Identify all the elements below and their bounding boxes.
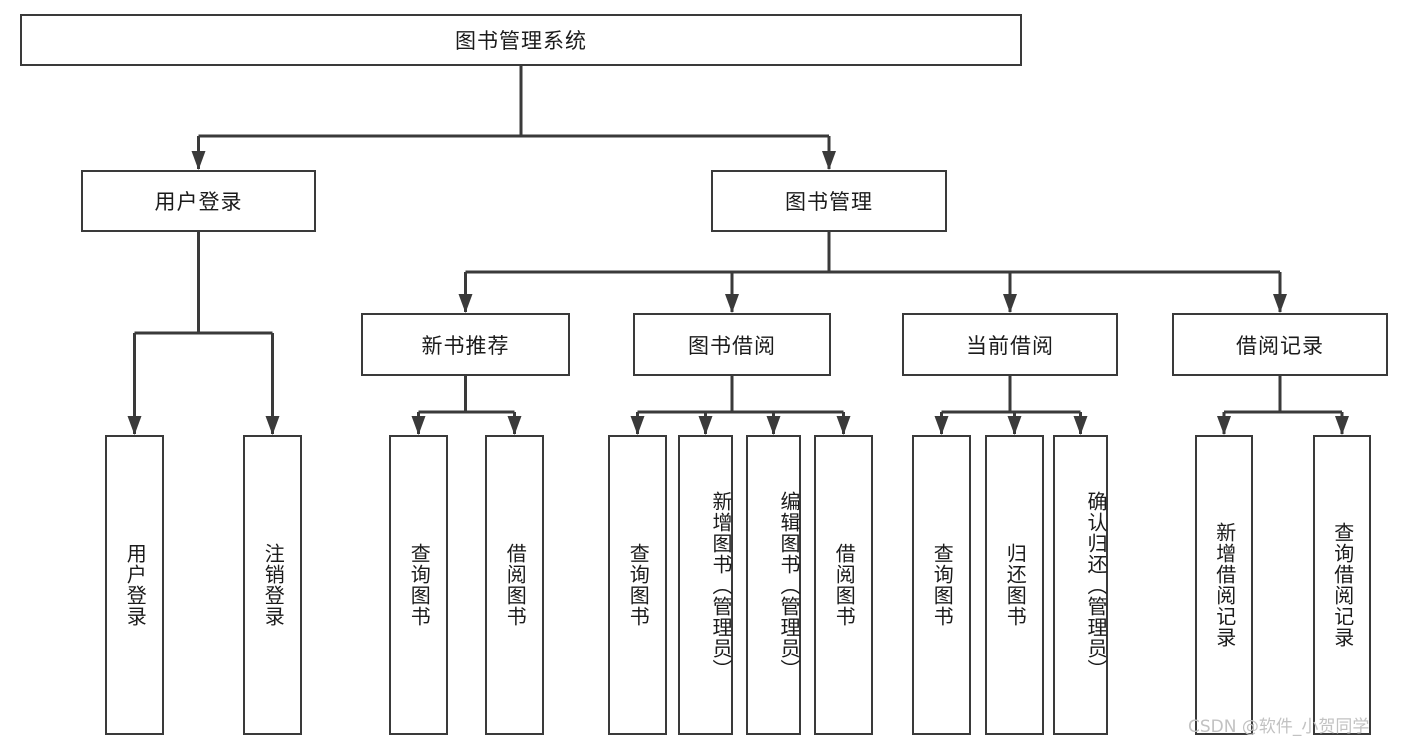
node-leaf-8-查询图书[interactable]: 查询图书 xyxy=(912,435,971,735)
node-leaf-4-查询图书[interactable]: 查询图书 xyxy=(608,435,667,735)
node-l2-图书管理[interactable]: 图书管理 xyxy=(711,170,947,232)
node-leaf-7-借阅图书[interactable]: 借阅图书 xyxy=(814,435,873,735)
node-leaf-6-编辑图书管理员[interactable]: 编辑图书（管理员） xyxy=(746,435,801,735)
node-leaf-11-新增借阅记录[interactable]: 新增借阅记录 xyxy=(1195,435,1253,735)
node-l3-新书推荐[interactable]: 新书推荐 xyxy=(361,313,570,376)
node-leaf-0-用户登录[interactable]: 用户登录 xyxy=(105,435,164,735)
node-l3-借阅记录[interactable]: 借阅记录 xyxy=(1172,313,1388,376)
node-leaf-9-归还图书[interactable]: 归还图书 xyxy=(985,435,1044,735)
csdn-watermark: CSDN @软件_小贺同学 xyxy=(1188,717,1370,737)
node-leaf-1-注销登录[interactable]: 注销登录 xyxy=(243,435,302,735)
node-root-图书管理系统[interactable]: 图书管理系统 xyxy=(20,14,1022,66)
node-l3-图书借阅[interactable]: 图书借阅 xyxy=(633,313,831,376)
node-leaf-12-查询借阅记录[interactable]: 查询借阅记录 xyxy=(1313,435,1371,735)
node-leaf-3-借阅图书[interactable]: 借阅图书 xyxy=(485,435,544,735)
node-leaf-5-新增图书管理员[interactable]: 新增图书（管理员） xyxy=(678,435,733,735)
node-l3-当前借阅[interactable]: 当前借阅 xyxy=(902,313,1118,376)
node-leaf-2-查询图书[interactable]: 查询图书 xyxy=(389,435,448,735)
node-leaf-10-确认归还管理员[interactable]: 确认归还（管理员） xyxy=(1053,435,1108,735)
node-l2-用户登录[interactable]: 用户登录 xyxy=(81,170,316,232)
